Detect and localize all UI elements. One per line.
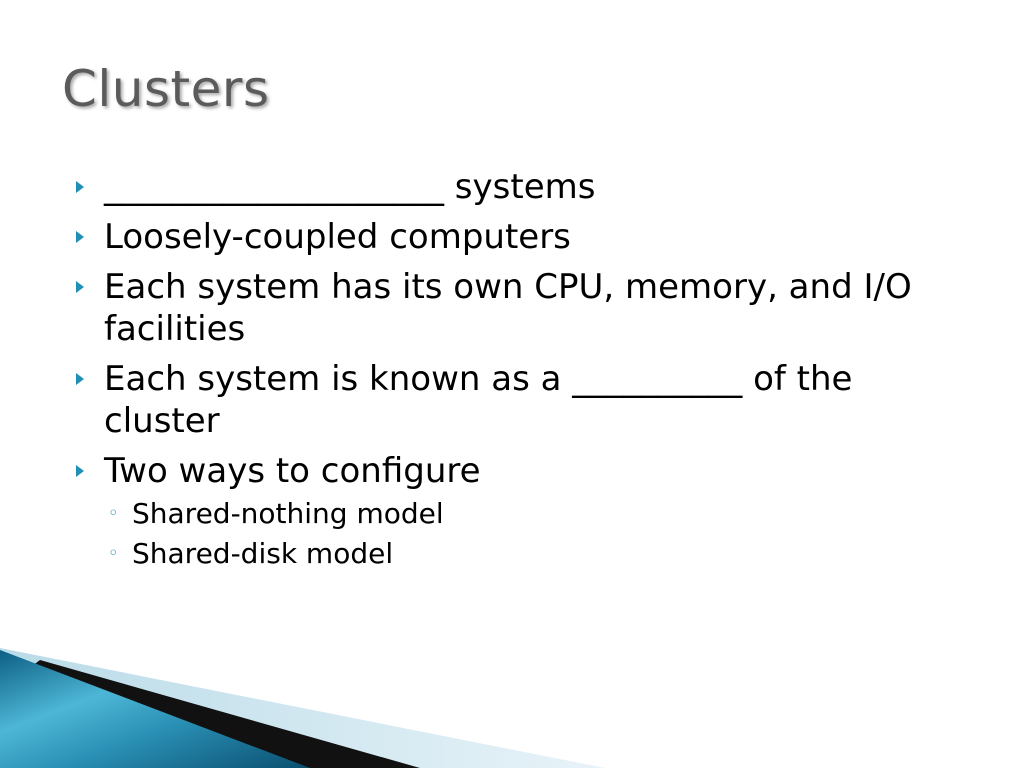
bullet-item: Two ways to configure bbox=[72, 450, 956, 492]
bullet-text: Each system is known as a __________ of … bbox=[104, 359, 853, 441]
bullet-item: Loosely-coupled computers bbox=[72, 216, 956, 258]
subbullet-item: ◦ Shared-nothing model bbox=[72, 494, 952, 534]
bullet-item: Each system is known as a __________ of … bbox=[72, 358, 956, 442]
bullet-item: Each system has its own CPU, memory, and… bbox=[72, 266, 956, 350]
bullet-text: Each system has its own CPU, memory, and… bbox=[104, 267, 912, 349]
bullet-text: Loosely-coupled computers bbox=[104, 217, 571, 257]
triangle-right-icon bbox=[76, 281, 84, 293]
bullet-text: ____________________ systems bbox=[104, 167, 596, 207]
slide-title: Clusters bbox=[62, 60, 270, 118]
decor-dark-wedge bbox=[0, 660, 420, 768]
triangle-right-icon bbox=[76, 231, 84, 243]
triangle-right-icon bbox=[76, 181, 84, 193]
subbullet-item: ◦ Shared-disk model bbox=[72, 534, 952, 574]
triangle-right-icon bbox=[76, 373, 84, 385]
hollow-circle-icon: ◦ bbox=[108, 543, 119, 564]
hollow-circle-icon: ◦ bbox=[108, 503, 119, 524]
bullet-item: ____________________ systems bbox=[72, 166, 956, 208]
bullet-text: Two ways to configure bbox=[104, 451, 481, 491]
subbullet-text: Shared-disk model bbox=[132, 537, 394, 570]
decor-light-band bbox=[0, 648, 605, 768]
slide-body: ____________________ systems Loosely-cou… bbox=[72, 166, 972, 574]
decor-teal-wedge bbox=[0, 650, 310, 768]
subbullet-text: Shared-nothing model bbox=[132, 497, 444, 530]
triangle-right-icon bbox=[76, 465, 84, 477]
